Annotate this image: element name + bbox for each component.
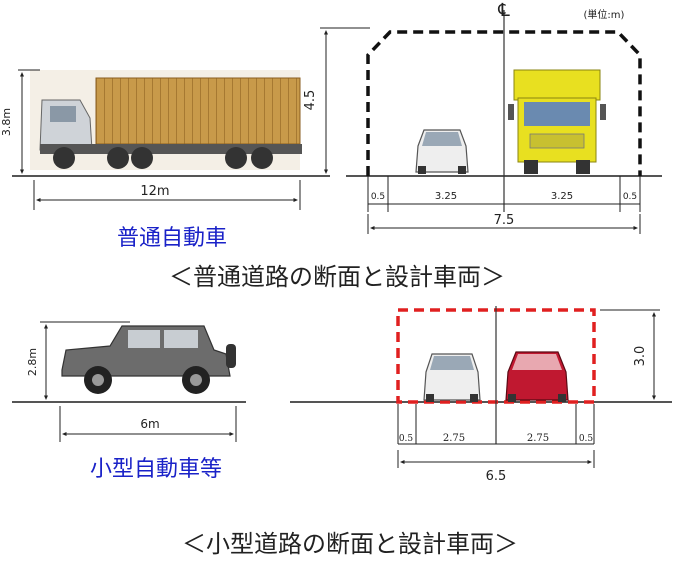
small-suv-side [61, 325, 236, 394]
lower-shoulder-right: 0.5 [579, 434, 594, 444]
suv-window-front [128, 330, 160, 348]
large-truck-side [30, 70, 302, 170]
red-car-tire-right [558, 394, 566, 402]
yellow-truck-grille [529, 133, 585, 149]
upper-lane-left: 3.25 [435, 191, 457, 202]
suv-spare-tire [226, 344, 236, 368]
unit-label: (単位:m) [584, 8, 625, 21]
white-car-front-lower [423, 353, 481, 402]
upper-clearance-label: 4.5 [303, 90, 318, 111]
car-tire-right [470, 394, 478, 402]
truck-wheel-1 [53, 147, 75, 169]
centerline-symbol: ℄ [497, 0, 510, 21]
yellow-truck-tire-left [524, 160, 538, 174]
car-tire-left [418, 166, 426, 174]
lower-vehicle-name: 小型自動車等 [90, 457, 222, 482]
truck-chassis [40, 144, 302, 154]
lower-lane-left: 2.75 [443, 433, 465, 444]
yellow-truck-front [508, 69, 606, 174]
truck-wheel-5 [251, 147, 273, 169]
yellow-truck-cargo [513, 69, 601, 101]
lower-caption: ＜小型道路の断面と設計車両＞ [182, 530, 518, 558]
suv-hub-front [92, 374, 104, 386]
upper-shoulder-right: 0.5 [623, 192, 637, 202]
upper-total-width: 7.5 [494, 213, 515, 228]
red-car-front [505, 351, 569, 402]
lower-shoulder-left: 0.5 [399, 434, 414, 444]
car-tire-right [458, 166, 466, 174]
upper-lane-right: 3.25 [551, 191, 573, 202]
red-car-windshield [512, 354, 562, 370]
lower-clearance-label: 3.0 [633, 346, 648, 367]
suv-window-rear [164, 330, 198, 348]
truck-window [50, 106, 76, 122]
yellow-truck-tire-right [576, 160, 590, 174]
car-tire-left [426, 394, 434, 402]
upper-clearance-envelope [366, 30, 642, 176]
lower-section: 2.8m 6m 3.0 0.5 [12, 306, 672, 558]
upper-caption: ＜普通道路の断面と設計車両＞ [169, 263, 505, 291]
truck-wheel-3 [131, 147, 153, 169]
suv-length-label: 6m [140, 417, 159, 431]
lower-lane-right: 2.75 [527, 433, 549, 444]
mirror-right [600, 104, 606, 120]
upper-section: 3.8m 12m 4.5 ℄ (単位:m) [0, 0, 662, 291]
truck-length-label: 12m [140, 184, 169, 199]
truck-height-label: 3.8m [0, 108, 13, 136]
suv-height-label: 2.8m [26, 348, 39, 376]
white-car-front-upper [415, 129, 469, 174]
truck-wheel-2 [107, 147, 129, 169]
mirror-left [508, 104, 514, 120]
suv-hub-rear [190, 374, 202, 386]
lower-total-width: 6.5 [486, 469, 507, 484]
upper-shoulder-left: 0.5 [371, 192, 385, 202]
upper-vehicle-name: 普通自動車 [117, 226, 227, 251]
yellow-truck-windshield [524, 102, 590, 126]
car-windshield [422, 132, 462, 146]
truck-cargo-box [95, 77, 301, 145]
car-windshield [430, 356, 474, 370]
red-car-tire-left [508, 394, 516, 402]
truck-wheel-4 [225, 147, 247, 169]
